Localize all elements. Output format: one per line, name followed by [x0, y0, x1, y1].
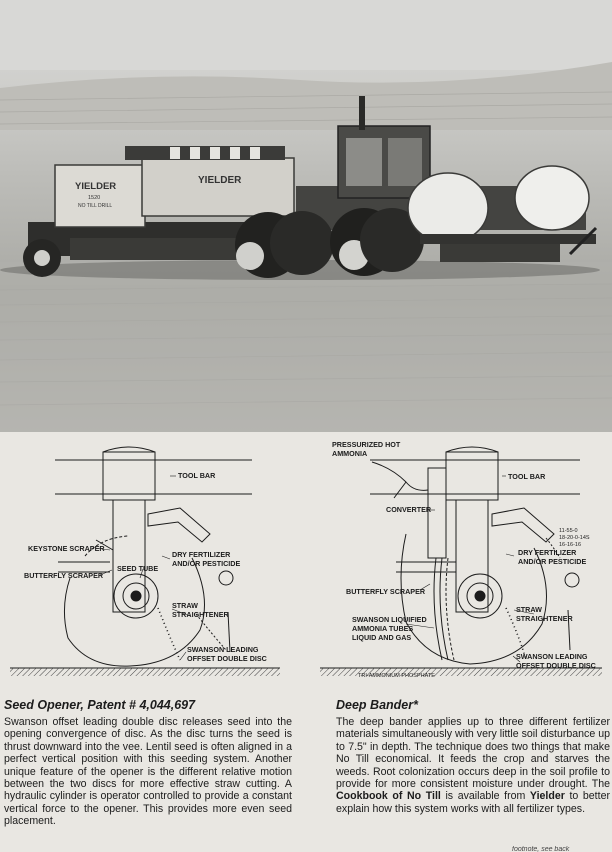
dry-fertilizer-label: DRY FERTILIZER — [172, 550, 231, 559]
keystone-scraper-label: KEYSTONE SCRAPER — [28, 544, 105, 553]
ratio-label-2: 18-20-0-14S — [559, 535, 590, 541]
seed-opener-section: Seed Opener, Patent # 4,044,697 Swanson … — [4, 698, 292, 828]
butterfly-scraper-label: BUTTERFLY SCRAPER — [24, 571, 104, 580]
deep-bander-text-1: The deep bander applies up to three diff… — [336, 716, 610, 791]
dry-fertilizer-label-right: DRY FERTILIZER — [518, 548, 577, 557]
seed-tube-label: SEED TUBE — [117, 564, 158, 573]
tractor-drill-photo: YIELDER 1520 NO TILL DRILL YIELDER — [0, 0, 612, 432]
liquified-label-2: AMMONIA TUBES — [352, 624, 413, 633]
drill-subtitle-text: NO TILL DRILL — [78, 203, 112, 209]
hopper-brand-text: YIELDER — [198, 175, 242, 186]
liquified-label-3: LIQUID AND GAS — [352, 633, 411, 642]
deep-bander-body: The deep bander applies up to three diff… — [336, 716, 610, 815]
offset-double-disc-label: OFFSET DOUBLE DISC — [187, 654, 267, 663]
tri-ammonium-label: TRI-AMMONIUM PHOSPHATE — [358, 673, 435, 679]
ratio-label-1: 11-55-0 — [559, 528, 578, 534]
deep-bander-text-2: is available from — [440, 790, 530, 803]
swanson-leading-label-right: SWANSON LEADING — [516, 652, 588, 661]
swanson-leading-label: SWANSON LEADING — [187, 645, 259, 654]
seed-opener-diagram: TOOL BAR KEYSTONE SCRAPER BUTTERFLY SCRA… — [0, 438, 300, 688]
converter-label: CONVERTER — [386, 505, 432, 514]
pressurized-hot-label: PRESSURIZED HOT — [332, 440, 401, 449]
deep-bander-diagram: PRESSURIZED HOT AMMONIA TOOL BAR CONVERT… — [310, 438, 612, 688]
pesticide-label-right: AND/OR PESTICIDE — [518, 557, 586, 566]
ammonia-label: AMMONIA — [332, 449, 367, 458]
tool-bar-label: TOOL BAR — [178, 471, 216, 480]
deep-bander-heading: Deep Bander* — [336, 698, 418, 712]
seed-opener-body: Swanson offset leading double disc relea… — [4, 716, 292, 828]
cookbook-title: Cookbook of No Till — [336, 790, 441, 803]
ratio-label-3: 16-16-16 — [559, 542, 581, 548]
straightener-label-right: STRAIGHTENER — [516, 614, 574, 623]
deep-bander-section: Deep Bander* The deep bander applies up … — [336, 698, 610, 815]
straw-label-right: STRAW — [516, 605, 542, 614]
drill-brand-text: YIELDER — [75, 181, 116, 192]
seed-opener-heading: Seed Opener, Patent # 4,044,697 — [4, 698, 196, 712]
page-footnote: footnote, see back — [512, 846, 570, 852]
butterfly-scraper-label-right: BUTTERFLY SCRAPER — [346, 587, 426, 596]
drill-model-text: 1520 — [88, 195, 100, 201]
straightener-label: STRAIGHTENER — [172, 610, 230, 619]
offset-double-disc-label-right: OFFSET DOUBLE DISC — [516, 661, 596, 670]
yielder-name: Yielder — [529, 790, 565, 803]
liquified-label-1: SWANSON LIQUIFIED — [352, 615, 427, 624]
deep-bander-text-3: to better explain how this system works … — [336, 790, 610, 815]
tool-bar-label-right: TOOL BAR — [508, 472, 546, 481]
pesticide-label: AND/OR PESTICIDE — [172, 559, 240, 568]
straw-label: STRAW — [172, 601, 198, 610]
